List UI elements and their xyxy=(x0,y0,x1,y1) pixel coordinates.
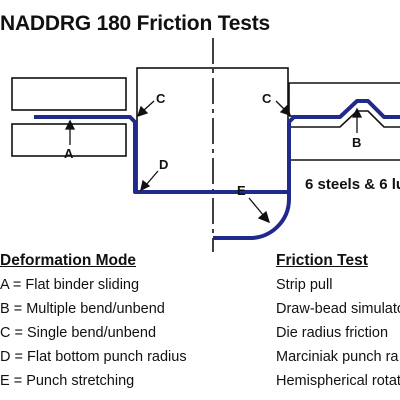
mode-row: B = Multiple bend/unbend xyxy=(0,301,165,317)
left-upper-binder xyxy=(11,77,127,111)
test-row: Strip pull xyxy=(276,277,333,293)
test-row: Hemispherical rotat xyxy=(276,373,400,389)
arrow-d-line xyxy=(145,170,159,186)
deformation-mode-header: Deformation Mode xyxy=(0,252,137,269)
arrow-a-head xyxy=(64,119,76,130)
page-title: NADDRG 180 Friction Tests xyxy=(0,12,270,35)
label-c-left: C xyxy=(156,91,166,106)
mode-row: C = Single bend/unbend xyxy=(0,325,157,341)
arrow-c-left-line xyxy=(142,100,155,112)
hemispherical-punch-profile xyxy=(213,192,291,240)
mode-row: D = Flat bottom punch radius xyxy=(0,349,187,365)
arrow-c-left-head xyxy=(136,105,149,118)
mode-row: E = Punch stretching xyxy=(0,373,135,389)
test-row: Draw-bead simulato xyxy=(276,301,400,317)
arrow-e-line xyxy=(248,197,265,217)
arrow-e-head xyxy=(257,210,271,224)
mode-row: A = Flat binder sliding xyxy=(0,277,140,293)
arrow-b-head xyxy=(351,107,363,118)
arrow-c-right-head xyxy=(279,104,292,117)
test-row: Die radius friction xyxy=(276,325,389,341)
label-c-right: C xyxy=(262,91,272,106)
arrow-d-head xyxy=(140,179,151,192)
steels-lubricants-note: 6 steels & 6 lu xyxy=(305,176,400,193)
friction-test-header: Friction Test xyxy=(276,252,368,269)
sheet-strip xyxy=(34,99,400,194)
label-d: D xyxy=(159,157,168,172)
label-a: A xyxy=(64,146,74,161)
test-row: Marciniak punch ra xyxy=(276,349,399,365)
label-b: B xyxy=(352,135,361,150)
label-e: E xyxy=(237,183,246,198)
arrow-c-right-line xyxy=(275,100,286,111)
